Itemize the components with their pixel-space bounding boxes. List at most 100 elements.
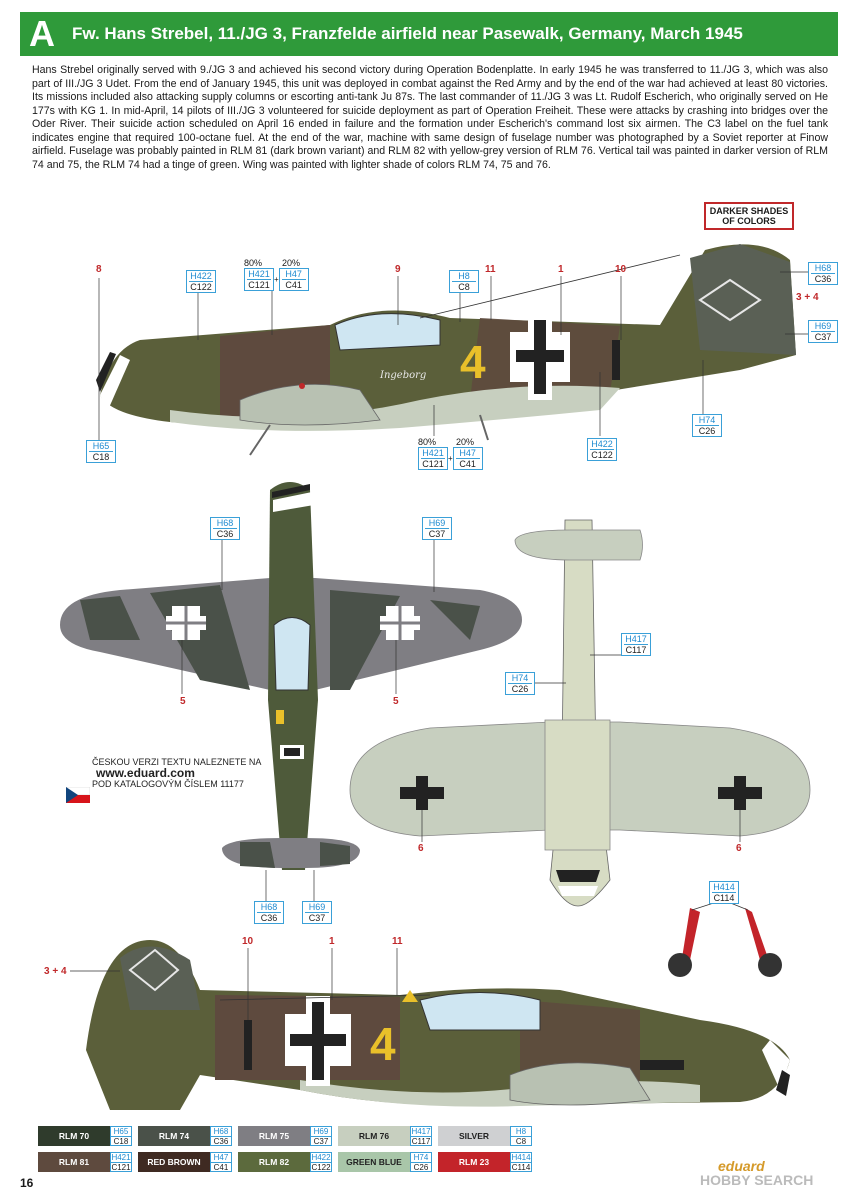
palette-code-c: C117 xyxy=(411,1137,431,1146)
palette-code-h: H65 xyxy=(111,1127,131,1137)
callout-number-9: 9 xyxy=(395,264,401,275)
callout-number-3-4: 3 + 4 xyxy=(796,292,819,303)
palette-color-name: RLM 76 xyxy=(338,1126,410,1146)
palette-code-h: H414 xyxy=(511,1153,531,1163)
palette-code-h: H69 xyxy=(311,1127,331,1137)
palette-code-h: H417 xyxy=(411,1127,431,1137)
callout-number-3-4-bottom: 3 + 4 xyxy=(44,966,67,977)
darker-shades-note: DARKER SHADES OF COLORS xyxy=(704,202,794,230)
czech-flag-icon xyxy=(66,787,90,803)
palette-color-name: RLM 75 xyxy=(238,1126,310,1146)
top-view xyxy=(60,482,522,870)
palette-color-name: RLM 82 xyxy=(238,1152,310,1172)
page-title: Fw. Hans Strebel, 11./JG 3, Franzfelde a… xyxy=(72,24,743,43)
palette-code-c: C41 xyxy=(213,1163,229,1172)
side-profile-left xyxy=(96,244,796,456)
header-bar: A Fw. Hans Strebel, 11./JG 3, Franzfelde… xyxy=(20,12,838,56)
callout-number-1-bottom: 1 xyxy=(329,936,335,947)
palette-code-h: H68 xyxy=(211,1127,231,1137)
palette-color-name: RLM 70 xyxy=(38,1126,110,1146)
palette-code-h: H422 xyxy=(311,1153,331,1163)
callout-number-1: 1 xyxy=(558,264,564,275)
palette-code-c: C18 xyxy=(113,1137,129,1146)
palette-color-name: RLM 23 xyxy=(438,1152,510,1172)
fuselage-number-top: 4 xyxy=(460,336,486,388)
palette-code-h: H421 xyxy=(111,1153,131,1163)
aircraft-name: Ingeborg xyxy=(379,370,426,381)
page-number: 16 xyxy=(20,1176,34,1190)
palette-code-h: H47 xyxy=(211,1153,231,1163)
callout-number-11: 11 xyxy=(485,264,496,275)
palette-color-name: GREEN BLUE xyxy=(338,1152,410,1172)
czech-note: ČESKOU VERZI TEXTU NALEZNETE NA www.edua… xyxy=(92,757,261,790)
palette-code-c: C122 xyxy=(311,1163,331,1172)
description-text: Hans Strebel originally served with 9./J… xyxy=(32,64,828,171)
callout-number-5-right: 5 xyxy=(393,696,399,707)
palette-code-h: H74 xyxy=(411,1153,431,1163)
profile-letter: A xyxy=(29,13,55,54)
palette-color-name: RLM 81 xyxy=(38,1152,110,1172)
landing-gear-detail xyxy=(668,908,782,977)
callout-number-11-bottom: 11 xyxy=(392,936,403,947)
palette-code-h: H8 xyxy=(511,1127,531,1137)
callout-number-10: 10 xyxy=(615,264,627,275)
callout-number-5-left: 5 xyxy=(180,696,186,707)
bottom-view xyxy=(349,519,811,907)
palette-color-name: SILVER xyxy=(438,1126,510,1146)
palette-code-c: C121 xyxy=(111,1163,131,1172)
eduard-logo: eduard xyxy=(718,1158,765,1174)
palette-code-c: C36 xyxy=(213,1137,229,1146)
czech-note-line1: ČESKOU VERZI TEXTU NALEZNETE NA xyxy=(92,757,262,767)
eduard-url[interactable]: www.eduard.com xyxy=(96,766,195,780)
leader-lines xyxy=(70,271,808,1020)
palette-code-c: C114 xyxy=(511,1163,531,1172)
palette-color-name: RLM 74 xyxy=(138,1126,210,1146)
side-profile-right xyxy=(86,940,790,1110)
callout-number-6-left: 6 xyxy=(418,843,424,854)
callout-number-8: 8 xyxy=(96,264,102,275)
palette-code-c: C8 xyxy=(515,1137,527,1146)
palette-code-c: C26 xyxy=(413,1163,429,1172)
callout-number-10-bottom: 10 xyxy=(242,936,254,947)
callout-number-6-right: 6 xyxy=(736,843,742,854)
palette-color-name: RED BROWN xyxy=(138,1152,210,1172)
czech-note-line2: POD KATALOGOVÝM ČÍSLEM 11177 xyxy=(92,779,244,789)
fuselage-number-bottom: 4 xyxy=(370,1018,396,1070)
palette-code-c: C37 xyxy=(313,1137,329,1146)
